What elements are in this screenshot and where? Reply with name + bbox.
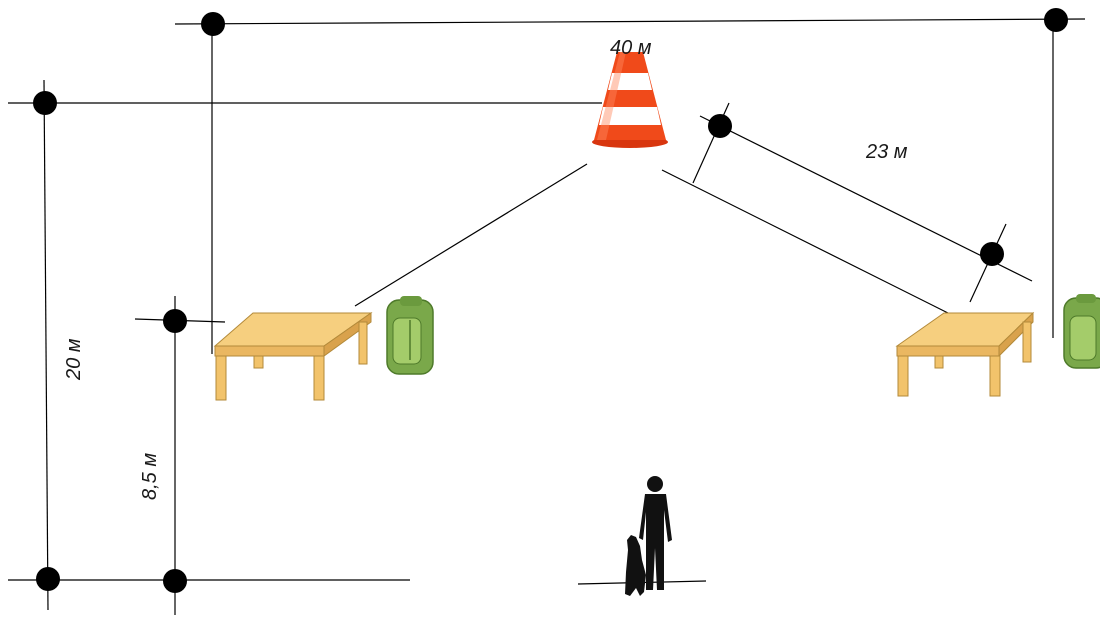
left-height-label: 20 м [63,338,85,381]
marker-dot [33,91,57,115]
table-icon [213,312,373,401]
traffic-cone-icon [592,52,668,148]
backpack-icon [386,296,434,375]
top-dimension [174,18,1086,354]
top-distance-label: 40 м [610,37,652,59]
person-silhouette-icon [639,476,672,590]
backpack-icon [1063,294,1100,369]
marker-dot [980,242,1004,266]
diagonal-distance-label: 23 м [865,141,908,163]
marker-dot [163,309,187,333]
short-height-label: 8,5 м [139,453,161,500]
marker-dot [708,114,732,138]
path-lines [354,163,959,319]
table-icon [895,311,1035,397]
diagonal-dimension [692,102,1033,303]
marker-dot [36,567,60,591]
bottom-baseline [8,579,707,585]
marker-dot [163,569,187,593]
marker-dot [201,12,225,36]
dog-silhouette-icon [625,535,646,596]
left-dimension [8,79,602,611]
marker-dot [1044,8,1068,32]
